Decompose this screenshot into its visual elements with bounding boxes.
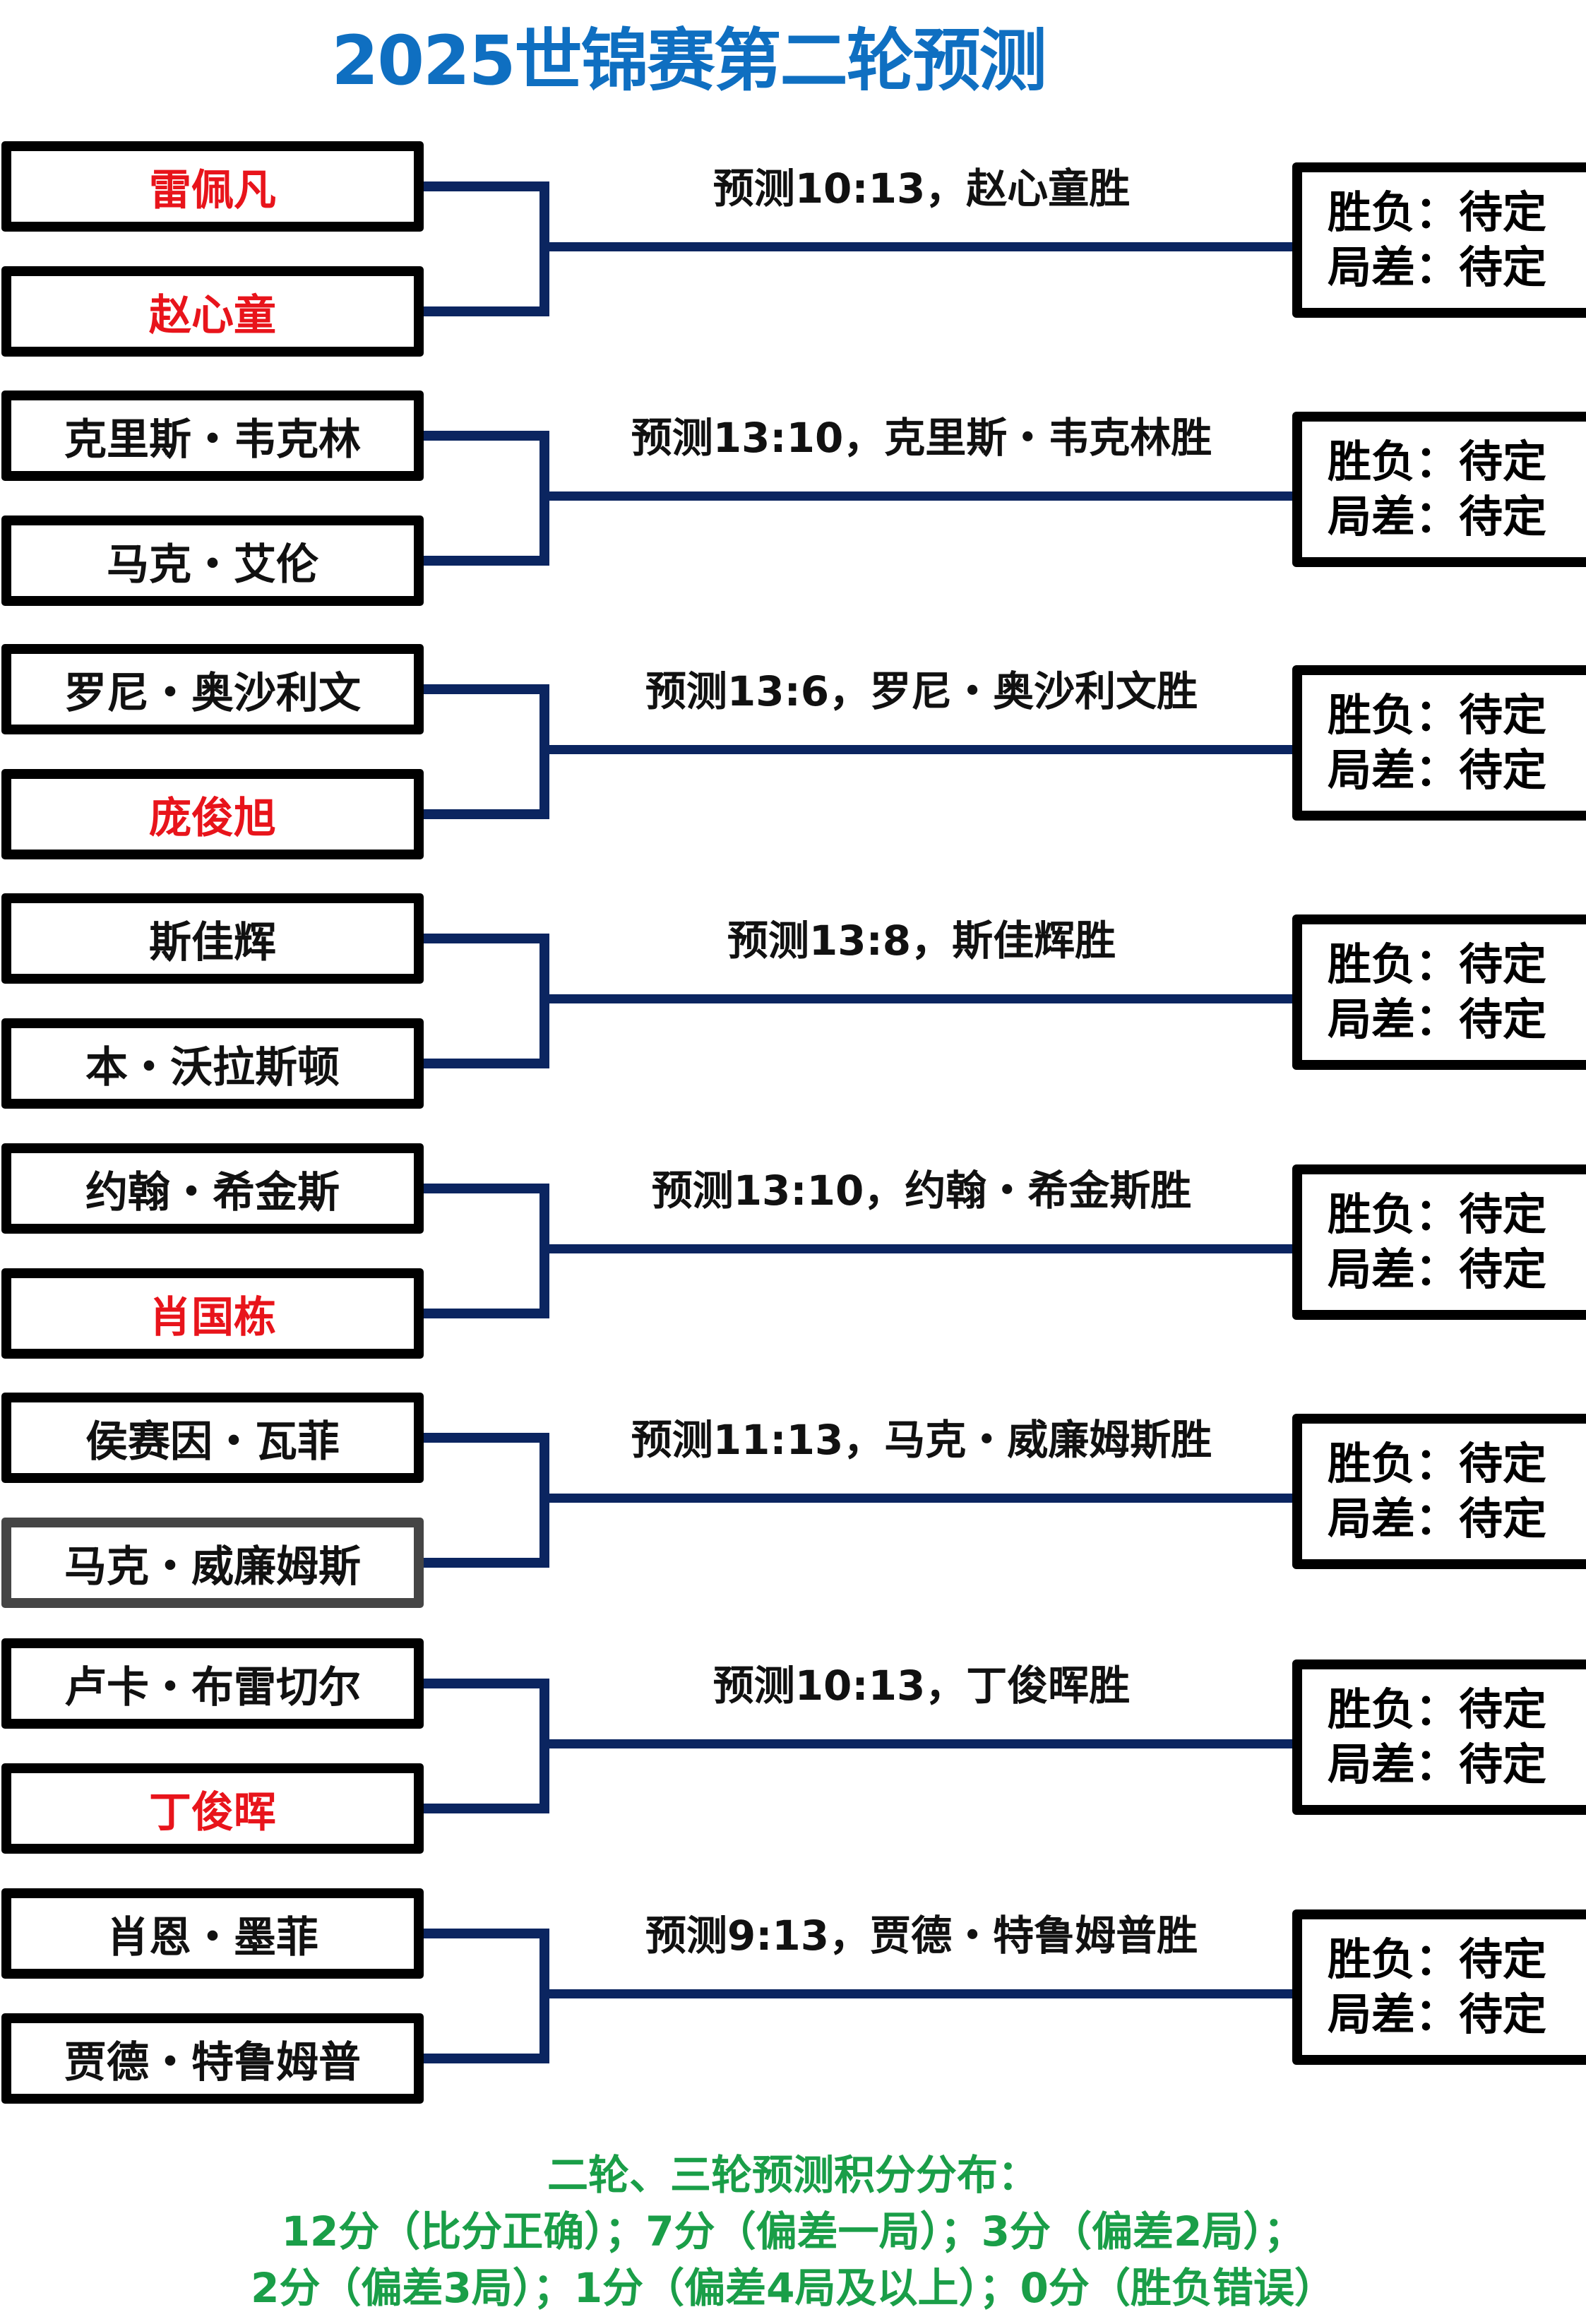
bracket-line (424, 1059, 549, 1068)
player-box: 肖恩・墨菲 (1, 1888, 424, 1979)
bracket-line (424, 2054, 549, 2063)
match-1: 雷佩凡 赵心童 预测10:13，赵心童胜 胜负：待定 局差：待定 (0, 141, 1586, 390)
prediction-text: 预测10:13，丁俊晖胜 (712, 1662, 1131, 1710)
player-box: 马克・威廉姆斯 (1, 1518, 424, 1608)
bracket-line (424, 306, 549, 316)
player-box: 斯佳辉 (1, 893, 424, 984)
player-box: 侯赛因・瓦菲 (1, 1393, 424, 1483)
win-loss-status: 胜负：待定 (1328, 186, 1547, 238)
player-box: 丁俊晖 (1, 1763, 424, 1854)
player-box: 庞俊旭 (1, 769, 424, 859)
match-2: 克里斯・韦克林 马克・艾伦 预测13:10，克里斯・韦克林胜 胜负：待定 局差：… (0, 391, 1586, 639)
prediction-text: 预测13:10，约翰・希金斯胜 (651, 1167, 1192, 1215)
win-loss-status: 胜负：待定 (1328, 689, 1547, 741)
player-box: 肖国栋 (1, 1268, 424, 1359)
win-loss-status: 胜负：待定 (1328, 436, 1547, 487)
win-loss-status: 胜负：待定 (1328, 938, 1547, 990)
bracket-line (424, 934, 549, 943)
match-3: 罗尼・奥沙利文 庞俊旭 预测13:6，罗尼・奥沙利文胜 胜负：待定 局差：待定 (0, 644, 1586, 893)
frame-diff-status: 局差：待定 (1328, 744, 1547, 796)
bracket-line (424, 1804, 549, 1813)
player-box: 赵心童 (1, 266, 424, 357)
match-7: 卢卡・布雷切尔 丁俊晖 预测10:13，丁俊晖胜 胜负：待定 局差：待定 (0, 1638, 1586, 1887)
bracket-line (539, 994, 1295, 1003)
bracket-line (539, 1244, 1295, 1253)
player-box: 罗尼・奥沙利文 (1, 644, 424, 734)
result-box: 胜负：待定 局差：待定 (1292, 914, 1586, 1070)
prediction-text: 预测9:13，贾德・特鲁姆普胜 (645, 1912, 1198, 1960)
player-box: 克里斯・韦克林 (1, 391, 424, 481)
bracket-line (424, 431, 549, 441)
scoring-line-1: 12分（比分正确）；7分（偏差一局）；3分（偏差2局）； (281, 2207, 1305, 2256)
prediction-text: 预测13:8，斯佳辉胜 (727, 917, 1116, 965)
match-5: 约翰・希金斯 肖国栋 预测13:10，约翰・希金斯胜 胜负：待定 局差：待定 (0, 1143, 1586, 1392)
scoring-line-2: 2分（偏差3局）；1分（偏差4局及以上）；0分（胜负错误） (251, 2264, 1335, 2312)
frame-diff-status: 局差：待定 (1328, 1739, 1547, 1790)
prediction-text: 预测11:13，马克・威廉姆斯胜 (631, 1416, 1212, 1464)
prediction-text: 预测13:10，克里斯・韦克林胜 (631, 414, 1212, 462)
match-8: 肖恩・墨菲 贾德・特鲁姆普 预测9:13，贾德・特鲁姆普胜 胜负：待定 局差：待… (0, 1888, 1586, 2137)
player-box: 雷佩凡 (1, 141, 424, 232)
win-loss-status: 胜负：待定 (1328, 1684, 1547, 1735)
match-6: 侯赛因・瓦菲 马克・威廉姆斯 预测11:13，马克・威廉姆斯胜 胜负：待定 局差… (0, 1393, 1586, 1641)
bracket-line (424, 1184, 549, 1193)
player-box: 约翰・希金斯 (1, 1143, 424, 1234)
win-loss-status: 胜负：待定 (1328, 1933, 1547, 1985)
bracket-line (539, 745, 1295, 754)
bracket-line (424, 556, 549, 566)
bracket-line (424, 1679, 549, 1688)
result-box: 胜负：待定 局差：待定 (1292, 1414, 1586, 1569)
result-box: 胜负：待定 局差：待定 (1292, 1909, 1586, 2065)
player-box: 马克・艾伦 (1, 516, 424, 606)
prediction-text: 预测13:6，罗尼・奥沙利文胜 (645, 667, 1198, 715)
bracket-line (539, 491, 1295, 501)
scoring-heading: 二轮、三轮预测积分分布： (547, 2151, 1039, 2199)
match-4: 斯佳辉 本・沃拉斯顿 预测13:8，斯佳辉胜 胜负：待定 局差：待定 (0, 893, 1586, 1142)
bracket-line (424, 1433, 549, 1443)
frame-diff-status: 局差：待定 (1328, 1244, 1547, 1295)
frame-diff-status: 局差：待定 (1328, 1989, 1547, 2040)
bracket-line (539, 1494, 1295, 1503)
bracket-line (539, 242, 1295, 251)
result-box: 胜负：待定 局差：待定 (1292, 1164, 1586, 1320)
bracket-line (539, 1989, 1295, 1998)
scoring-rules: 二轮、三轮预测积分分布： 12分（比分正确）；7分（偏差一局）；3分（偏差2局）… (0, 2147, 1586, 2316)
result-box: 胜负：待定 局差：待定 (1292, 665, 1586, 821)
bracket-line (424, 1929, 549, 1938)
prediction-text: 预测10:13，赵心童胜 (712, 165, 1131, 213)
bracket-line (424, 181, 549, 191)
bracket-line (424, 684, 549, 694)
win-loss-status: 胜负：待定 (1328, 1188, 1547, 1240)
bracket-line (539, 1739, 1295, 1748)
page-title: 2025世锦赛第二轮预测 (331, 21, 1047, 100)
result-box: 胜负：待定 局差：待定 (1292, 162, 1586, 318)
bracket-line (424, 809, 549, 819)
player-box: 卢卡・布雷切尔 (1, 1638, 424, 1729)
result-box: 胜负：待定 局差：待定 (1292, 412, 1586, 567)
frame-diff-status: 局差：待定 (1328, 994, 1547, 1045)
win-loss-status: 胜负：待定 (1328, 1438, 1547, 1489)
player-box: 贾德・特鲁姆普 (1, 2013, 424, 2104)
bracket-line (424, 1309, 549, 1318)
result-box: 胜负：待定 局差：待定 (1292, 1659, 1586, 1815)
frame-diff-status: 局差：待定 (1328, 1493, 1547, 1544)
player-box: 本・沃拉斯顿 (1, 1018, 424, 1109)
bracket-line (424, 1558, 549, 1568)
frame-diff-status: 局差：待定 (1328, 242, 1547, 293)
frame-diff-status: 局差：待定 (1328, 491, 1547, 542)
